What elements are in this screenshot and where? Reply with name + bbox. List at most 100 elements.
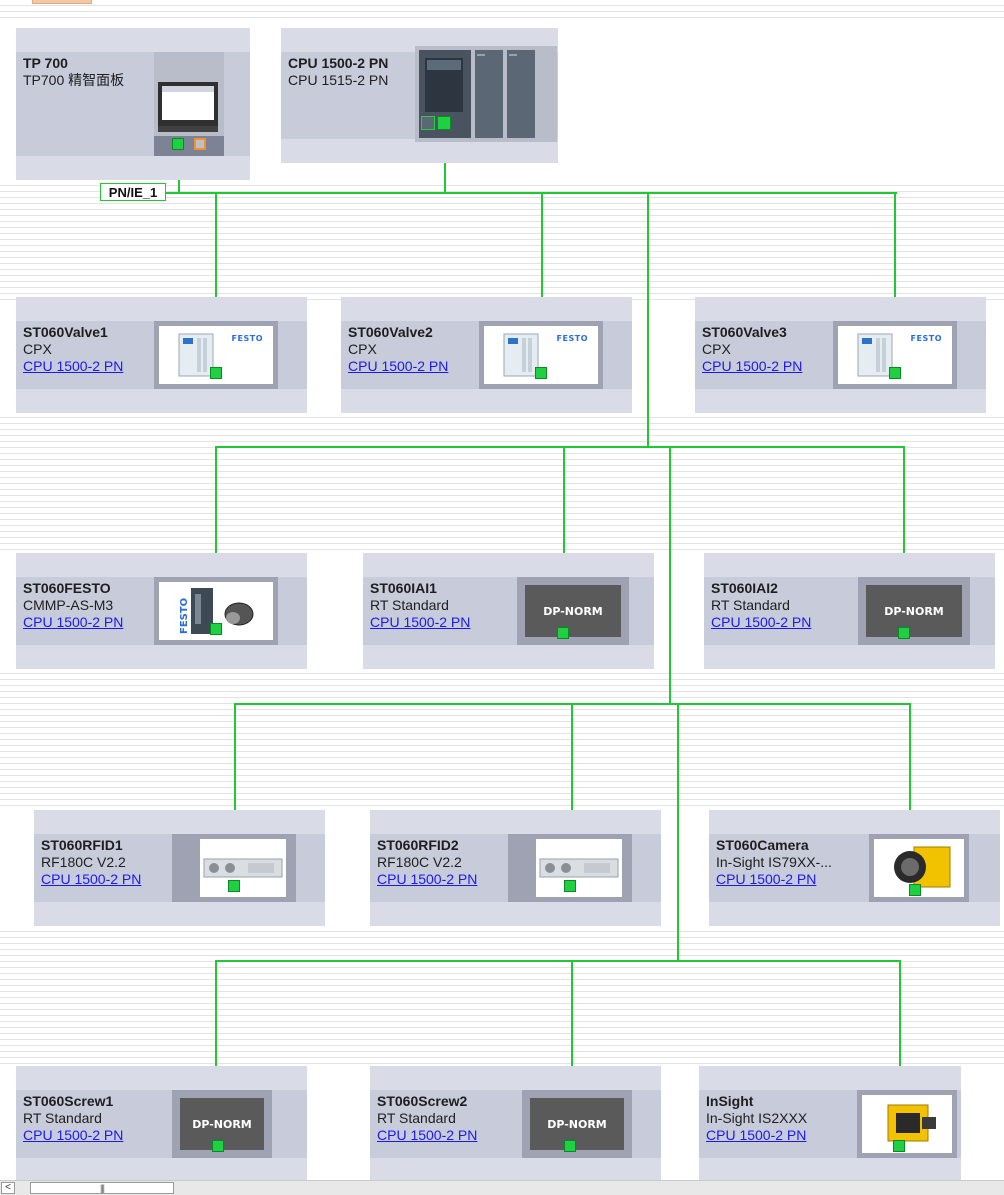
ethernet-port-icon[interactable]	[210, 367, 222, 379]
device-iai2[interactable]: ST060IAI2 RT Standard CPU 1500-2 PN DP-N…	[704, 553, 995, 669]
ethernet-port-icon[interactable]	[889, 367, 901, 379]
ethernet-port-icon[interactable]	[421, 116, 435, 130]
horizontal-scrollbar[interactable]: < |||	[0, 1180, 1004, 1195]
device-text: ST060Valve3 CPX CPU 1500-2 PN	[702, 324, 802, 375]
ethernet-port-icon[interactable]	[172, 138, 184, 150]
device-plc-cpu[interactable]: CPU 1500-2 PN CPU 1515-2 PN	[281, 28, 558, 163]
device-screw1[interactable]: ST060Screw1 RT Standard CPU 1500-2 PN DP…	[16, 1066, 307, 1180]
vision-sensor-icon	[887, 1104, 936, 1142]
device-valve2[interactable]: ST060Valve2 CPX CPU 1500-2 PN FESTO	[341, 297, 632, 413]
device-name: ST060Valve1	[23, 324, 108, 340]
network-trunk-line	[647, 193, 649, 447]
device-screw2[interactable]: ST060Screw2 RT Standard CPU 1500-2 PN DP…	[370, 1066, 661, 1180]
ethernet-port-icon[interactable]	[564, 880, 576, 892]
device-picture	[862, 1095, 952, 1153]
controller-link[interactable]: CPU 1500-2 PN	[23, 1127, 124, 1143]
device-name: ST060RFID2	[377, 837, 459, 853]
network-bus-line[interactable]	[100, 192, 897, 194]
device-text: ST060IAI2 RT Standard CPU 1500-2 PN	[711, 580, 811, 631]
device-type: CPX	[23, 341, 52, 357]
scroll-left-arrow-icon[interactable]: <	[1, 1182, 15, 1194]
festo-cpx-icon	[503, 333, 539, 377]
network-drop-line	[234, 703, 236, 893]
network-drop-line	[563, 446, 565, 636]
device-rfid2[interactable]: ST060RFID2 RF180C V2.2 CPU 1500-2 PN	[370, 810, 661, 926]
controller-link[interactable]: CPU 1500-2 PN	[706, 1127, 807, 1143]
festo-cpx-icon: FESTO	[833, 321, 957, 389]
scroll-thumb[interactable]: |||	[30, 1182, 174, 1194]
device-picture	[536, 839, 622, 897]
device-name: ST060FESTO	[23, 580, 111, 596]
ethernet-port-icon[interactable]	[210, 623, 222, 635]
network-drop-line	[571, 703, 573, 893]
dp-norm-label: DP-NORM	[525, 585, 621, 637]
controller-link[interactable]: CPU 1500-2 PN	[41, 871, 142, 887]
grid-band	[0, 668, 1004, 810]
selection-tab[interactable]	[32, 0, 92, 4]
vision-camera-icon	[894, 846, 951, 888]
device-text: ST060Camera In-Sight IS79XX-... CPU 1500…	[716, 837, 832, 888]
device-name: CPU 1500-2 PN	[288, 55, 389, 71]
controller-link[interactable]: CPU 1500-2 PN	[370, 614, 471, 630]
device-rfid1[interactable]: ST060RFID1 RF180C V2.2 CPU 1500-2 PN	[34, 810, 325, 926]
dp-norm-icon: DP-NORM	[858, 577, 970, 645]
device-camera[interactable]: ST060Camera In-Sight IS79XX-... CPU 1500…	[709, 810, 1000, 926]
ethernet-port-icon[interactable]	[893, 1140, 905, 1152]
controller-link[interactable]: CPU 1500-2 PN	[711, 614, 812, 630]
controller-link[interactable]: CPU 1500-2 PN	[377, 1127, 478, 1143]
network-trunk-line	[677, 703, 679, 961]
device-type: RF180C V2.2	[41, 854, 126, 870]
device-type: CPU 1515-2 PN	[288, 72, 389, 88]
ethernet-port-icon[interactable]	[228, 880, 240, 892]
device-text: InSight In-Sight IS2XXX CPU 1500-2 PN	[706, 1093, 807, 1144]
device-iai1[interactable]: ST060IAI1 RT Standard CPU 1500-2 PN DP-N…	[363, 553, 654, 669]
ethernet-port-icon[interactable]	[437, 116, 451, 130]
device-type: RT Standard	[370, 597, 449, 613]
device-type: CPX	[348, 341, 377, 357]
device-festo-drive[interactable]: ST060FESTO CMMP-AS-M3 CPU 1500-2 PN FEST…	[16, 553, 307, 669]
device-valve1[interactable]: ST060Valve1 CPX CPU 1500-2 PN FESTO	[16, 297, 307, 413]
device-name: ST060Screw1	[23, 1093, 114, 1109]
mpi-port-icon[interactable]	[194, 138, 206, 150]
controller-link[interactable]: CPU 1500-2 PN	[716, 871, 817, 887]
controller-link[interactable]: CPU 1500-2 PN	[23, 358, 124, 374]
device-valve3[interactable]: ST060Valve3 CPX CPU 1500-2 PN FESTO	[695, 297, 986, 413]
dp-norm-label: DP-NORM	[866, 585, 962, 637]
festo-brand-label: FESTO	[556, 334, 588, 343]
grid-band	[0, 412, 1004, 554]
controller-link[interactable]: CPU 1500-2 PN	[702, 358, 803, 374]
controller-link[interactable]: CPU 1500-2 PN	[23, 614, 124, 630]
plc-cpu-icon	[415, 46, 557, 142]
network-label[interactable]: PN/IE_1	[100, 183, 166, 201]
network-trunk-line	[669, 446, 671, 704]
ethernet-port-icon[interactable]	[212, 1140, 224, 1152]
controller-link[interactable]: CPU 1500-2 PN	[377, 871, 478, 887]
servo-drive-icon: FESTO	[179, 588, 254, 634]
network-bus-line[interactable]	[215, 446, 905, 448]
network-drop-line	[909, 703, 911, 893]
device-text: TP 700 TP700 精智面板	[23, 55, 124, 89]
device-text: ST060Screw1 RT Standard CPU 1500-2 PN	[23, 1093, 123, 1144]
device-name: TP 700	[23, 55, 68, 71]
festo-cpx-icon: FESTO	[154, 321, 278, 389]
device-name: ST060Valve3	[702, 324, 787, 340]
festo-brand-label: FESTO	[910, 334, 942, 343]
device-text: ST060IAI1 RT Standard CPU 1500-2 PN	[370, 580, 470, 631]
ethernet-port-icon[interactable]	[564, 1140, 576, 1152]
ethernet-port-icon[interactable]	[909, 884, 921, 896]
device-text: ST060Valve2 CPX CPU 1500-2 PN	[348, 324, 448, 375]
device-insight[interactable]: InSight In-Sight IS2XXX CPU 1500-2 PN	[699, 1066, 961, 1180]
rfid-module-icon	[203, 858, 283, 878]
device-tp700[interactable]: TP 700 TP700 精智面板	[16, 28, 250, 180]
ethernet-port-icon[interactable]	[898, 627, 910, 639]
ethernet-port-icon[interactable]	[557, 627, 569, 639]
rfid-module-icon	[172, 834, 296, 902]
dp-norm-icon: DP-NORM	[172, 1090, 272, 1158]
network-drop-line	[541, 193, 543, 373]
network-bus-line[interactable]	[215, 960, 901, 962]
controller-link[interactable]: CPU 1500-2 PN	[348, 358, 449, 374]
festo-cpx-icon	[178, 333, 214, 377]
ethernet-port-icon[interactable]	[535, 367, 547, 379]
device-type: RT Standard	[377, 1110, 456, 1126]
